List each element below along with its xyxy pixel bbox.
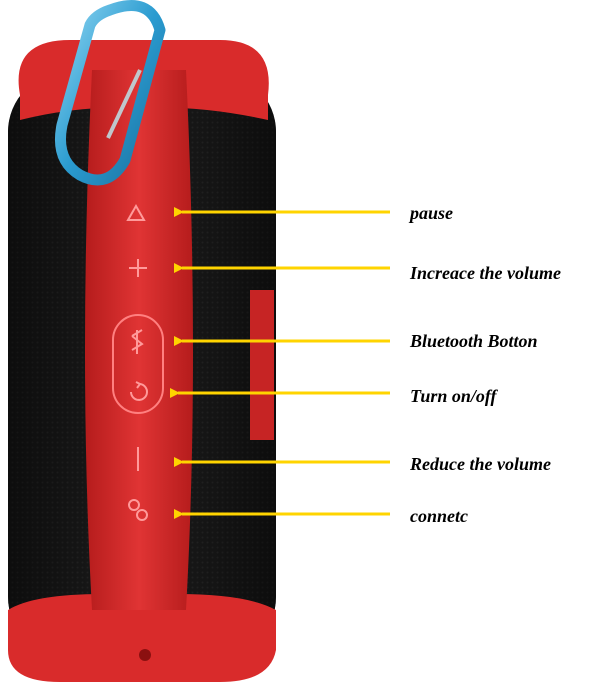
label-bluetooth-button: Bluetooth Botton <box>410 331 538 351</box>
label-pause: pause <box>410 203 454 223</box>
plus-icon <box>129 259 147 277</box>
label-connect: connetc <box>410 506 468 526</box>
connect-icon <box>128 499 148 521</box>
bluetooth-icon <box>131 329 144 354</box>
label-power: Turn on/off <box>410 386 497 406</box>
carabiner <box>55 0 166 186</box>
power-icon <box>130 381 148 401</box>
callout-arrows <box>170 207 390 519</box>
label-reduce-volume: Reduce the volume <box>410 454 551 474</box>
triangle-icon <box>126 203 146 221</box>
label-increase-volume: Increace the volume <box>410 263 561 283</box>
silicone-case <box>8 40 276 682</box>
control-pill <box>112 314 164 414</box>
button-icons <box>112 203 164 521</box>
